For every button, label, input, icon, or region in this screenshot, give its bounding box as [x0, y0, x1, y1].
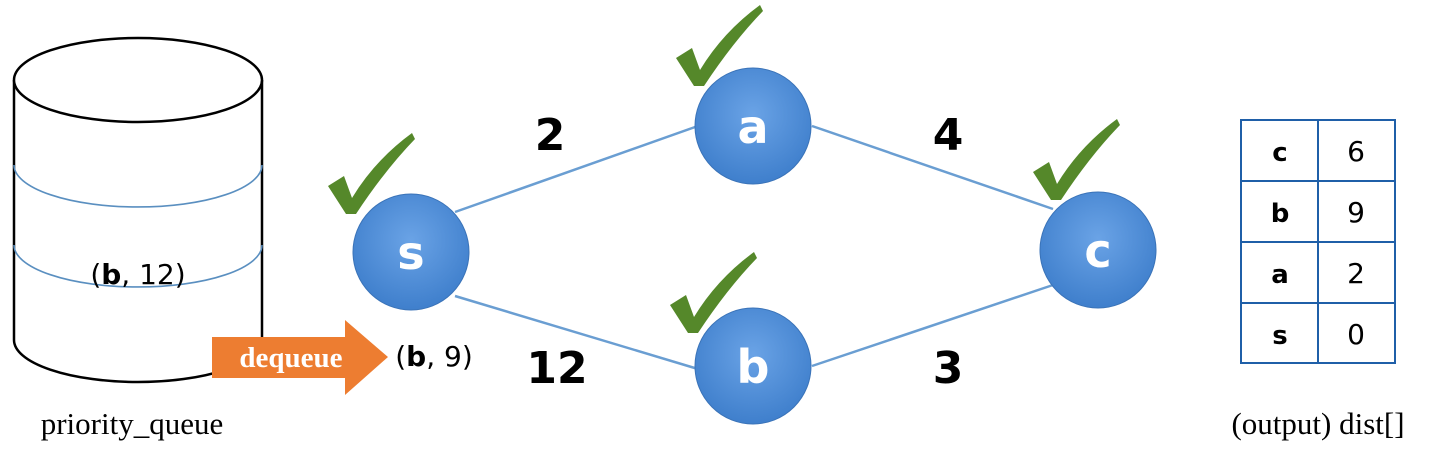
edge-weight-s-a: 2: [535, 110, 566, 161]
queue-item-key: b: [101, 258, 121, 291]
dist-table-caption: (output) dist[]: [1231, 406, 1404, 441]
dist-value-c: 6: [1347, 135, 1365, 168]
dist-table: c 6 b 9 a 2 s 0: [1240, 119, 1396, 364]
dist-key-s: s: [1272, 321, 1287, 351]
node-label-c: c: [1084, 224, 1111, 278]
node-label-b: b: [737, 340, 770, 394]
dist-key-a: a: [1271, 260, 1289, 290]
dist-value-a: 2: [1347, 257, 1365, 290]
check-icon: [1033, 119, 1120, 200]
queue-divider-line: [13, 244, 263, 288]
dist-key-b: b: [1271, 199, 1290, 229]
edge-weight-s-b: 12: [526, 343, 587, 394]
check-icon: [328, 133, 415, 214]
edge-weight-a-c: 4: [933, 110, 964, 161]
edge-s-a: [454, 124, 699, 214]
priority-queue-caption: priority_queue: [41, 406, 224, 441]
queue-divider-line: [13, 164, 263, 208]
node-b: b: [694, 307, 812, 425]
queue-item-value: 12: [139, 258, 175, 291]
graph-edges: [454, 124, 1054, 371]
dequeued-item: (b, 9): [395, 340, 473, 373]
node-label-s: s: [397, 226, 424, 280]
node-c: c: [1039, 191, 1157, 309]
node-a: a: [694, 67, 812, 185]
queue-item: (b, 12): [90, 258, 185, 291]
dequeue-label: dequeue: [239, 342, 342, 374]
node-label-a: a: [737, 100, 768, 154]
dist-value-b: 9: [1347, 196, 1365, 229]
dist-key-c: c: [1272, 138, 1287, 168]
dequeued-item-value: 9: [444, 340, 462, 373]
check-icon: [676, 5, 763, 86]
check-icon: [670, 252, 757, 333]
edge-a-c: [811, 124, 1054, 211]
edge-weight-b-c: 3: [933, 343, 964, 394]
dequeued-item-key: b: [406, 340, 426, 373]
priority-queue-cylinder: [12, 36, 264, 384]
dist-value-s: 0: [1347, 318, 1365, 351]
dequeue-arrow: dequeue: [212, 320, 388, 395]
edge-b-c: [811, 283, 1054, 368]
node-s: s: [352, 193, 470, 311]
edge-s-b: [454, 294, 699, 371]
